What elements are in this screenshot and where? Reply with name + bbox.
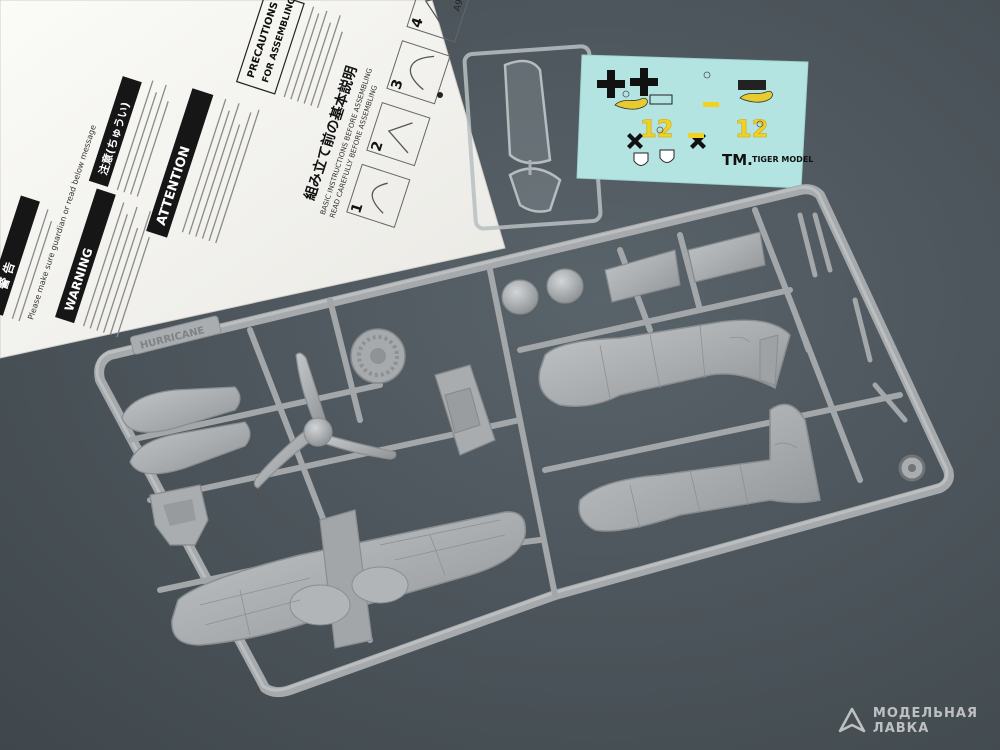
drop-tank-parts: [121, 386, 251, 475]
step-2-number: 2: [368, 139, 386, 153]
sheet-registration-dot: [437, 92, 443, 98]
propeller-part: [253, 352, 397, 489]
shield-decal-1: [633, 152, 649, 166]
yellow-bar-decal-1: [703, 102, 719, 107]
yellow-bar-decal-2: [688, 133, 704, 138]
shop-watermark: МОДЕЛЬНАЯ ЛАВКА: [837, 706, 978, 736]
watermark-line1: МОДЕЛЬНАЯ: [872, 706, 978, 721]
canopy-part: [503, 59, 552, 165]
lower-wing-part: [171, 509, 527, 649]
decal-brand-logo: TM.: [722, 151, 753, 169]
caution-jp-banner: [88, 76, 142, 187]
shield-decal-2: [659, 149, 675, 163]
decal-brand-name: TIGER MODEL: [752, 155, 813, 164]
step-3-number: 3: [389, 77, 407, 91]
precautions-box: [235, 0, 305, 95]
number-12-decal-right: 12: [735, 115, 768, 143]
instruction-sheet: ATTENTION WARNING 注意(ちゅうい) 警 告 Please ma…: [0, 0, 506, 359]
watermark-text: МОДЕЛЬНАЯ ЛАВКА: [873, 706, 978, 736]
armor-plate-part: [149, 484, 209, 546]
part-ref-a9: A9: [452, 0, 465, 13]
engine-disc-part: [350, 328, 406, 384]
wheel-right: [546, 268, 584, 304]
watermark-line2: ЛАВКА: [872, 721, 930, 736]
step-1-number: 1: [348, 201, 366, 215]
warning-banner: [55, 188, 116, 324]
script-emblems: [614, 90, 773, 110]
number-12-decal-left: 12: [640, 115, 673, 143]
cross-decal-2: [630, 68, 658, 96]
cross-decal-1: [597, 70, 625, 98]
landing-gear-parts: [787, 212, 908, 423]
cockpit-part: [434, 364, 496, 456]
body-text-lines: [11, 6, 343, 338]
fuselage-half-lower: [578, 403, 821, 532]
fuselage-half-upper: [538, 319, 791, 407]
warning-jp-banner: [0, 195, 40, 316]
wheel-parts: [501, 268, 584, 315]
decal-sheet: 12 12 TM. TIGER MODEL: [576, 54, 813, 189]
watermark-logo-icon: [838, 707, 866, 733]
windscreen-part: [508, 167, 562, 213]
flap-parts: [604, 231, 766, 303]
wheel-left: [501, 279, 539, 315]
vehicle-silhouette-decal: [738, 80, 766, 90]
decal-number-markers: [622, 71, 764, 134]
small-cross-decal-1: [627, 133, 643, 149]
stencil-box-decal: [649, 94, 673, 105]
step-diagrams: 1 2 3 4 A9: [346, 0, 471, 229]
attention-banner: [146, 88, 214, 238]
